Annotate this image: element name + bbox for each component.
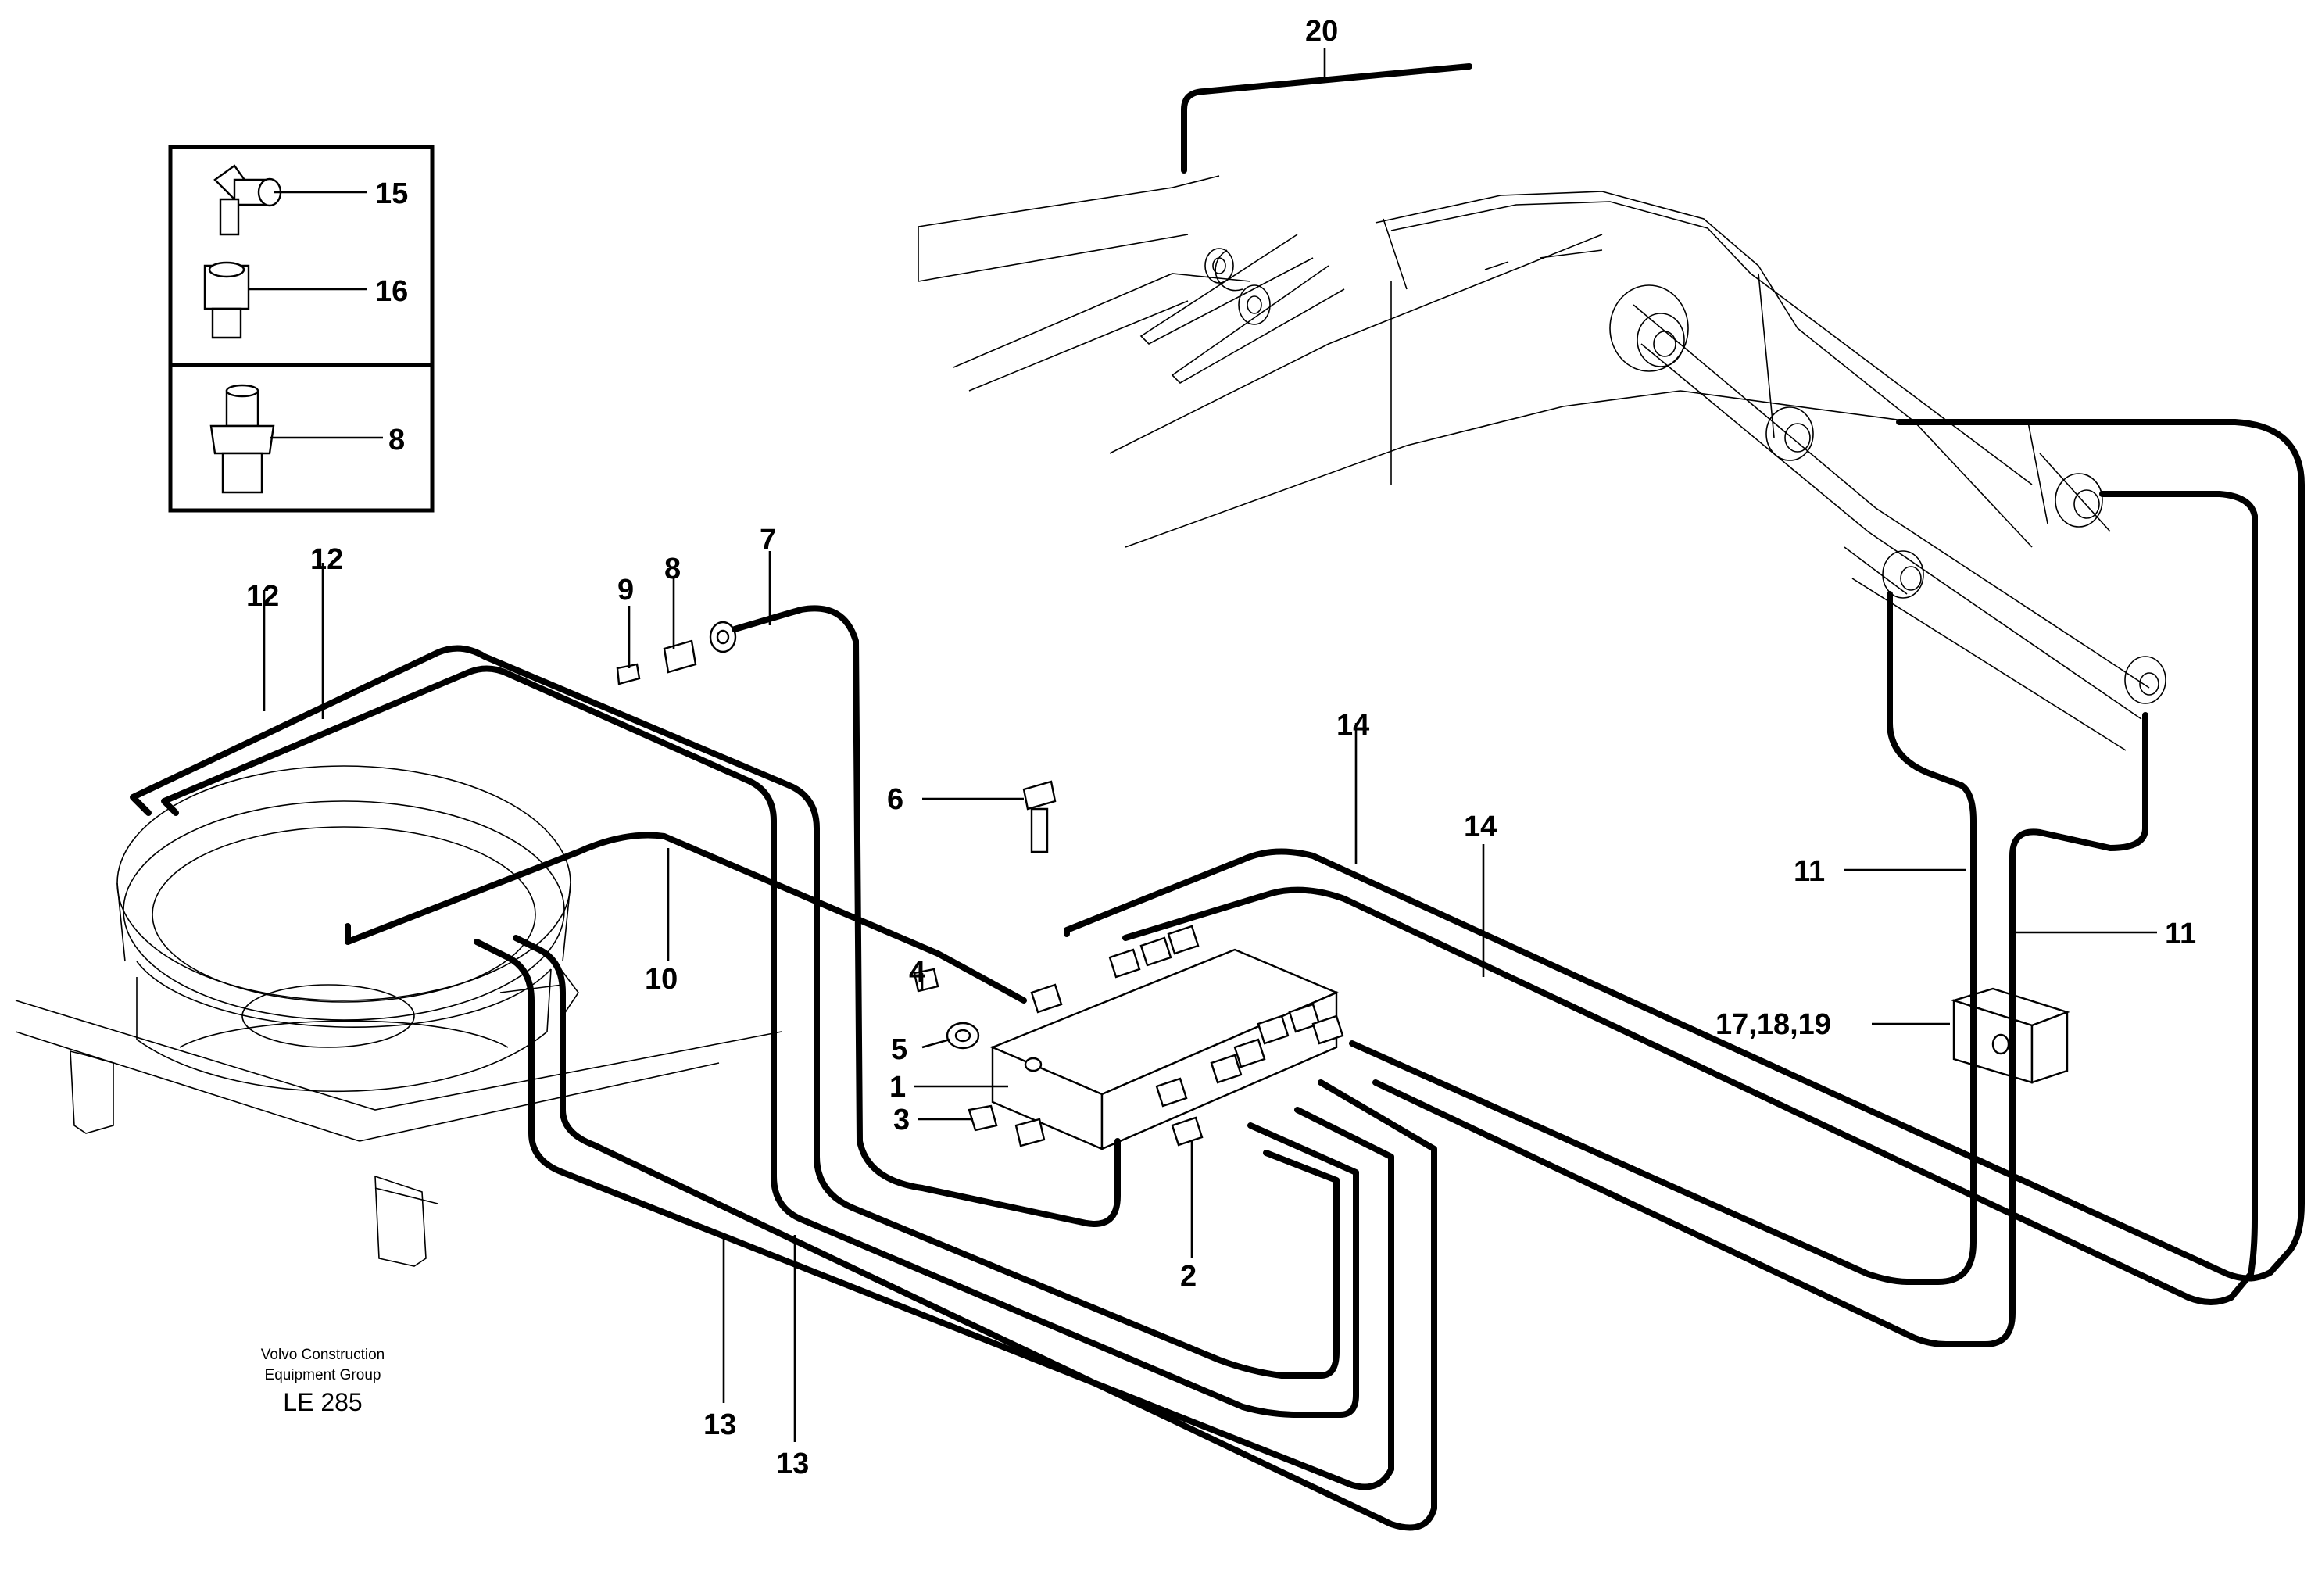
callout-14-right: 14 [1464, 811, 1497, 843]
callout-4: 4 [909, 956, 925, 989]
callout-7: 7 [760, 524, 776, 556]
hose-12-b [161, 665, 1359, 1418]
callout-15: 15 [375, 177, 408, 210]
fittings-7-8-9 [616, 621, 737, 685]
distribution-block-1 [913, 925, 1344, 1150]
slewing-ring-drawing [15, 765, 782, 1267]
callout-6: 6 [887, 783, 903, 816]
hose-14-b [1122, 491, 2258, 1305]
boom-arm-drawing [918, 175, 2166, 751]
inset-parts-box [168, 145, 435, 513]
callout-11-left: 11 [1794, 855, 1825, 888]
caption-company-line1: Volvo Construction [261, 1347, 385, 1363]
leader-lines [249, 48, 2157, 1442]
callout-9: 9 [617, 574, 634, 607]
hose-7 [732, 605, 1121, 1227]
callout-5: 5 [891, 1033, 907, 1066]
hose-14-a [1064, 419, 2305, 1282]
callout-8: 8 [664, 553, 681, 585]
callout-13-right: 13 [776, 1447, 809, 1480]
callout-3: 3 [893, 1104, 910, 1136]
hoses [130, 63, 2305, 1531]
caption-company-line2: Equipment Group [265, 1367, 381, 1383]
caption: Volvo Construction Equipment Group LE 28… [261, 1347, 385, 1416]
hose-10 [345, 832, 1027, 1004]
hose-20 [1181, 63, 1472, 174]
callout-1: 1 [889, 1071, 906, 1104]
callout-8-inset: 8 [388, 424, 405, 456]
callout-labels: 20 15 16 8 12 12 9 8 7 6 10 4 5 1 3 2 14… [246, 15, 2196, 1480]
callout-13-left: 13 [703, 1408, 736, 1441]
hose-13-b [513, 935, 1437, 1531]
bolt-6 [1022, 780, 1057, 853]
hose-13-a [474, 939, 1394, 1490]
callout-14-left: 14 [1336, 709, 1369, 742]
callout-10: 10 [645, 963, 678, 996]
callout-20: 20 [1305, 15, 1338, 48]
callout-12-right: 12 [310, 543, 343, 576]
caption-drawing-code: LE 285 [283, 1388, 362, 1416]
callout-12-left: 12 [246, 580, 279, 613]
hose-11-a [1349, 591, 1977, 1285]
callout-16: 16 [375, 275, 408, 308]
callout-17-18-19: 17,18,19 [1715, 1008, 1831, 1041]
callout-11-right: 11 [2165, 918, 2196, 950]
callout-2: 2 [1180, 1260, 1197, 1293]
hose-12-a [130, 645, 1340, 1379]
hose-11-b [1372, 712, 2148, 1347]
